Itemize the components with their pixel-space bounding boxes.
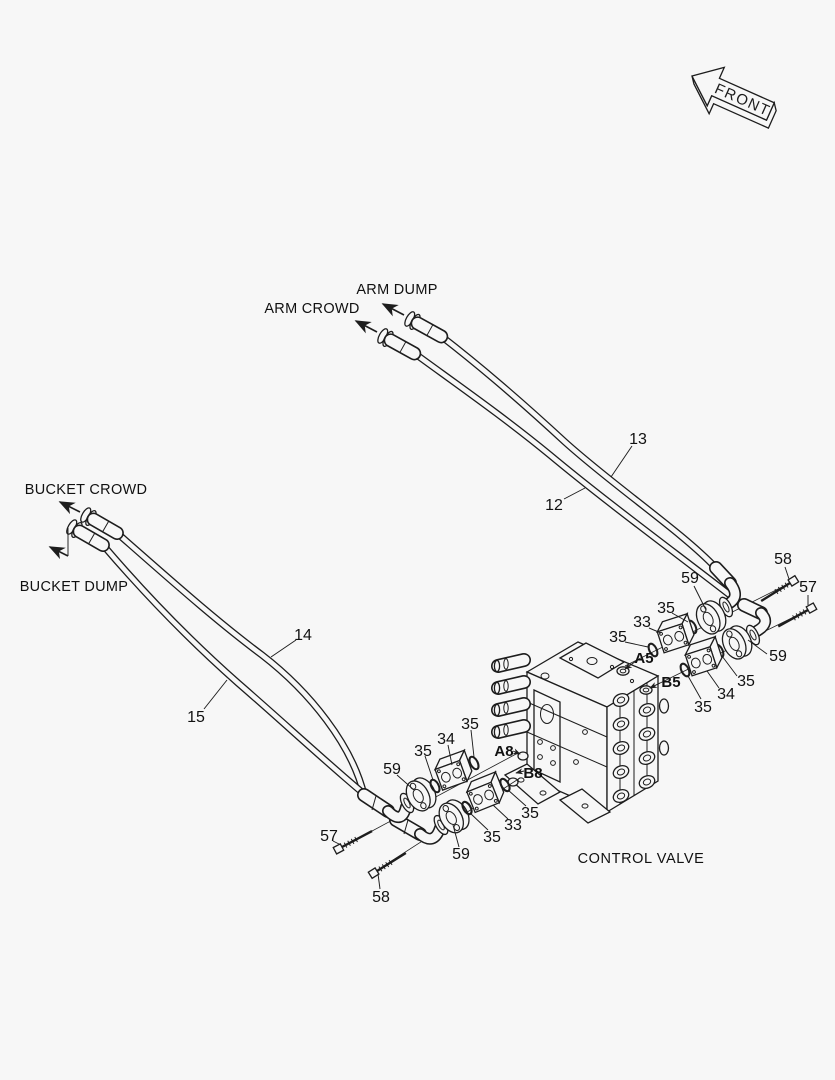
labels: ARM DUMP ARM CROWD BUCKET CROWD BUCKET D… xyxy=(20,282,817,906)
fitting-arm-dump xyxy=(403,310,446,344)
port-label-a8: A8 xyxy=(494,743,513,760)
callout-13: 13 xyxy=(629,431,647,448)
arm-dump-arrow xyxy=(381,303,405,317)
bucket-crowd-arrow xyxy=(58,501,81,515)
callout-33-a5: 33 xyxy=(633,614,651,631)
front-arrow-marker: FRONT xyxy=(691,66,777,129)
callout-59-b5: 59 xyxy=(769,648,787,665)
callout-33-b8: 33 xyxy=(504,817,522,834)
label-bucket-dump: BUCKET DUMP xyxy=(20,579,129,595)
fitting-arm-crowd xyxy=(376,327,419,361)
port-b5-boss xyxy=(639,685,653,695)
callout-35-a8-outer: 35 xyxy=(414,743,432,760)
valve-left-cylinders xyxy=(491,653,531,739)
hose-arm-dump-13 xyxy=(438,333,719,571)
callout-12: 12 xyxy=(545,497,563,514)
bucket-port-fitting-cluster xyxy=(332,749,513,880)
port-a5-boss xyxy=(616,666,630,676)
callout-leaders xyxy=(203,445,809,890)
hose-bucket-dump-15 xyxy=(100,542,399,823)
port-label-a5: A5 xyxy=(634,650,653,667)
callout-35-a8-inner: 35 xyxy=(461,716,479,733)
bolt-57-left xyxy=(332,826,375,856)
callout-15: 15 xyxy=(187,709,205,726)
callout-35-b8-inner: 35 xyxy=(521,805,539,822)
front-arrow-face xyxy=(691,66,776,121)
bolt-58-right xyxy=(758,574,800,606)
arm-crowd-arrow xyxy=(354,320,378,334)
label-arm-dump: ARM DUMP xyxy=(356,282,437,298)
b5-port-arrow xyxy=(649,682,661,689)
callout-35-b5-outer: 35 xyxy=(737,673,755,690)
label-control-valve: CONTROL VALVE xyxy=(578,851,705,867)
callout-59-a5: 59 xyxy=(681,570,699,587)
bucket-dump-arrow xyxy=(48,546,69,560)
bolt-57-right xyxy=(775,601,818,631)
callout-58-right: 58 xyxy=(774,551,792,568)
callout-35-a5-inner: 35 xyxy=(609,629,627,646)
callout-35-a5-outer: 35 xyxy=(657,600,675,617)
valve-top-plate xyxy=(558,642,626,679)
callout-35-b8-outer: 35 xyxy=(483,829,501,846)
arm-port-fitting-cluster xyxy=(645,561,818,679)
b8-port-arrow xyxy=(515,768,525,775)
a8-port-arrow xyxy=(512,748,521,755)
callout-14: 14 xyxy=(294,627,312,644)
callout-59-a8: 59 xyxy=(383,761,401,778)
callout-57-right: 57 xyxy=(799,579,817,596)
valve-spool-caps xyxy=(612,692,670,804)
a5-port-arrow xyxy=(624,660,637,670)
port-label-b5: B5 xyxy=(661,674,680,691)
callout-34-b5: 34 xyxy=(717,686,735,703)
bolt-58-left xyxy=(367,848,409,880)
callout-35-b5-inner: 35 xyxy=(694,699,712,716)
callout-34-a8: 34 xyxy=(437,731,455,748)
callout-57-left: 57 xyxy=(320,828,338,845)
hose-bucket-crowd-14 xyxy=(114,530,368,796)
port-a8-boss xyxy=(517,751,529,761)
direction-arrows xyxy=(48,303,405,560)
port-label-b8: B8 xyxy=(523,765,542,782)
control-valve-body xyxy=(491,641,670,824)
callout-59-b8: 59 xyxy=(452,846,470,863)
callout-58-left: 58 xyxy=(372,889,390,906)
label-arm-crowd: ARM CROWD xyxy=(264,301,359,317)
hose-arm-crowd-12 xyxy=(411,350,747,609)
label-bucket-crowd: BUCKET CROWD xyxy=(25,482,148,498)
